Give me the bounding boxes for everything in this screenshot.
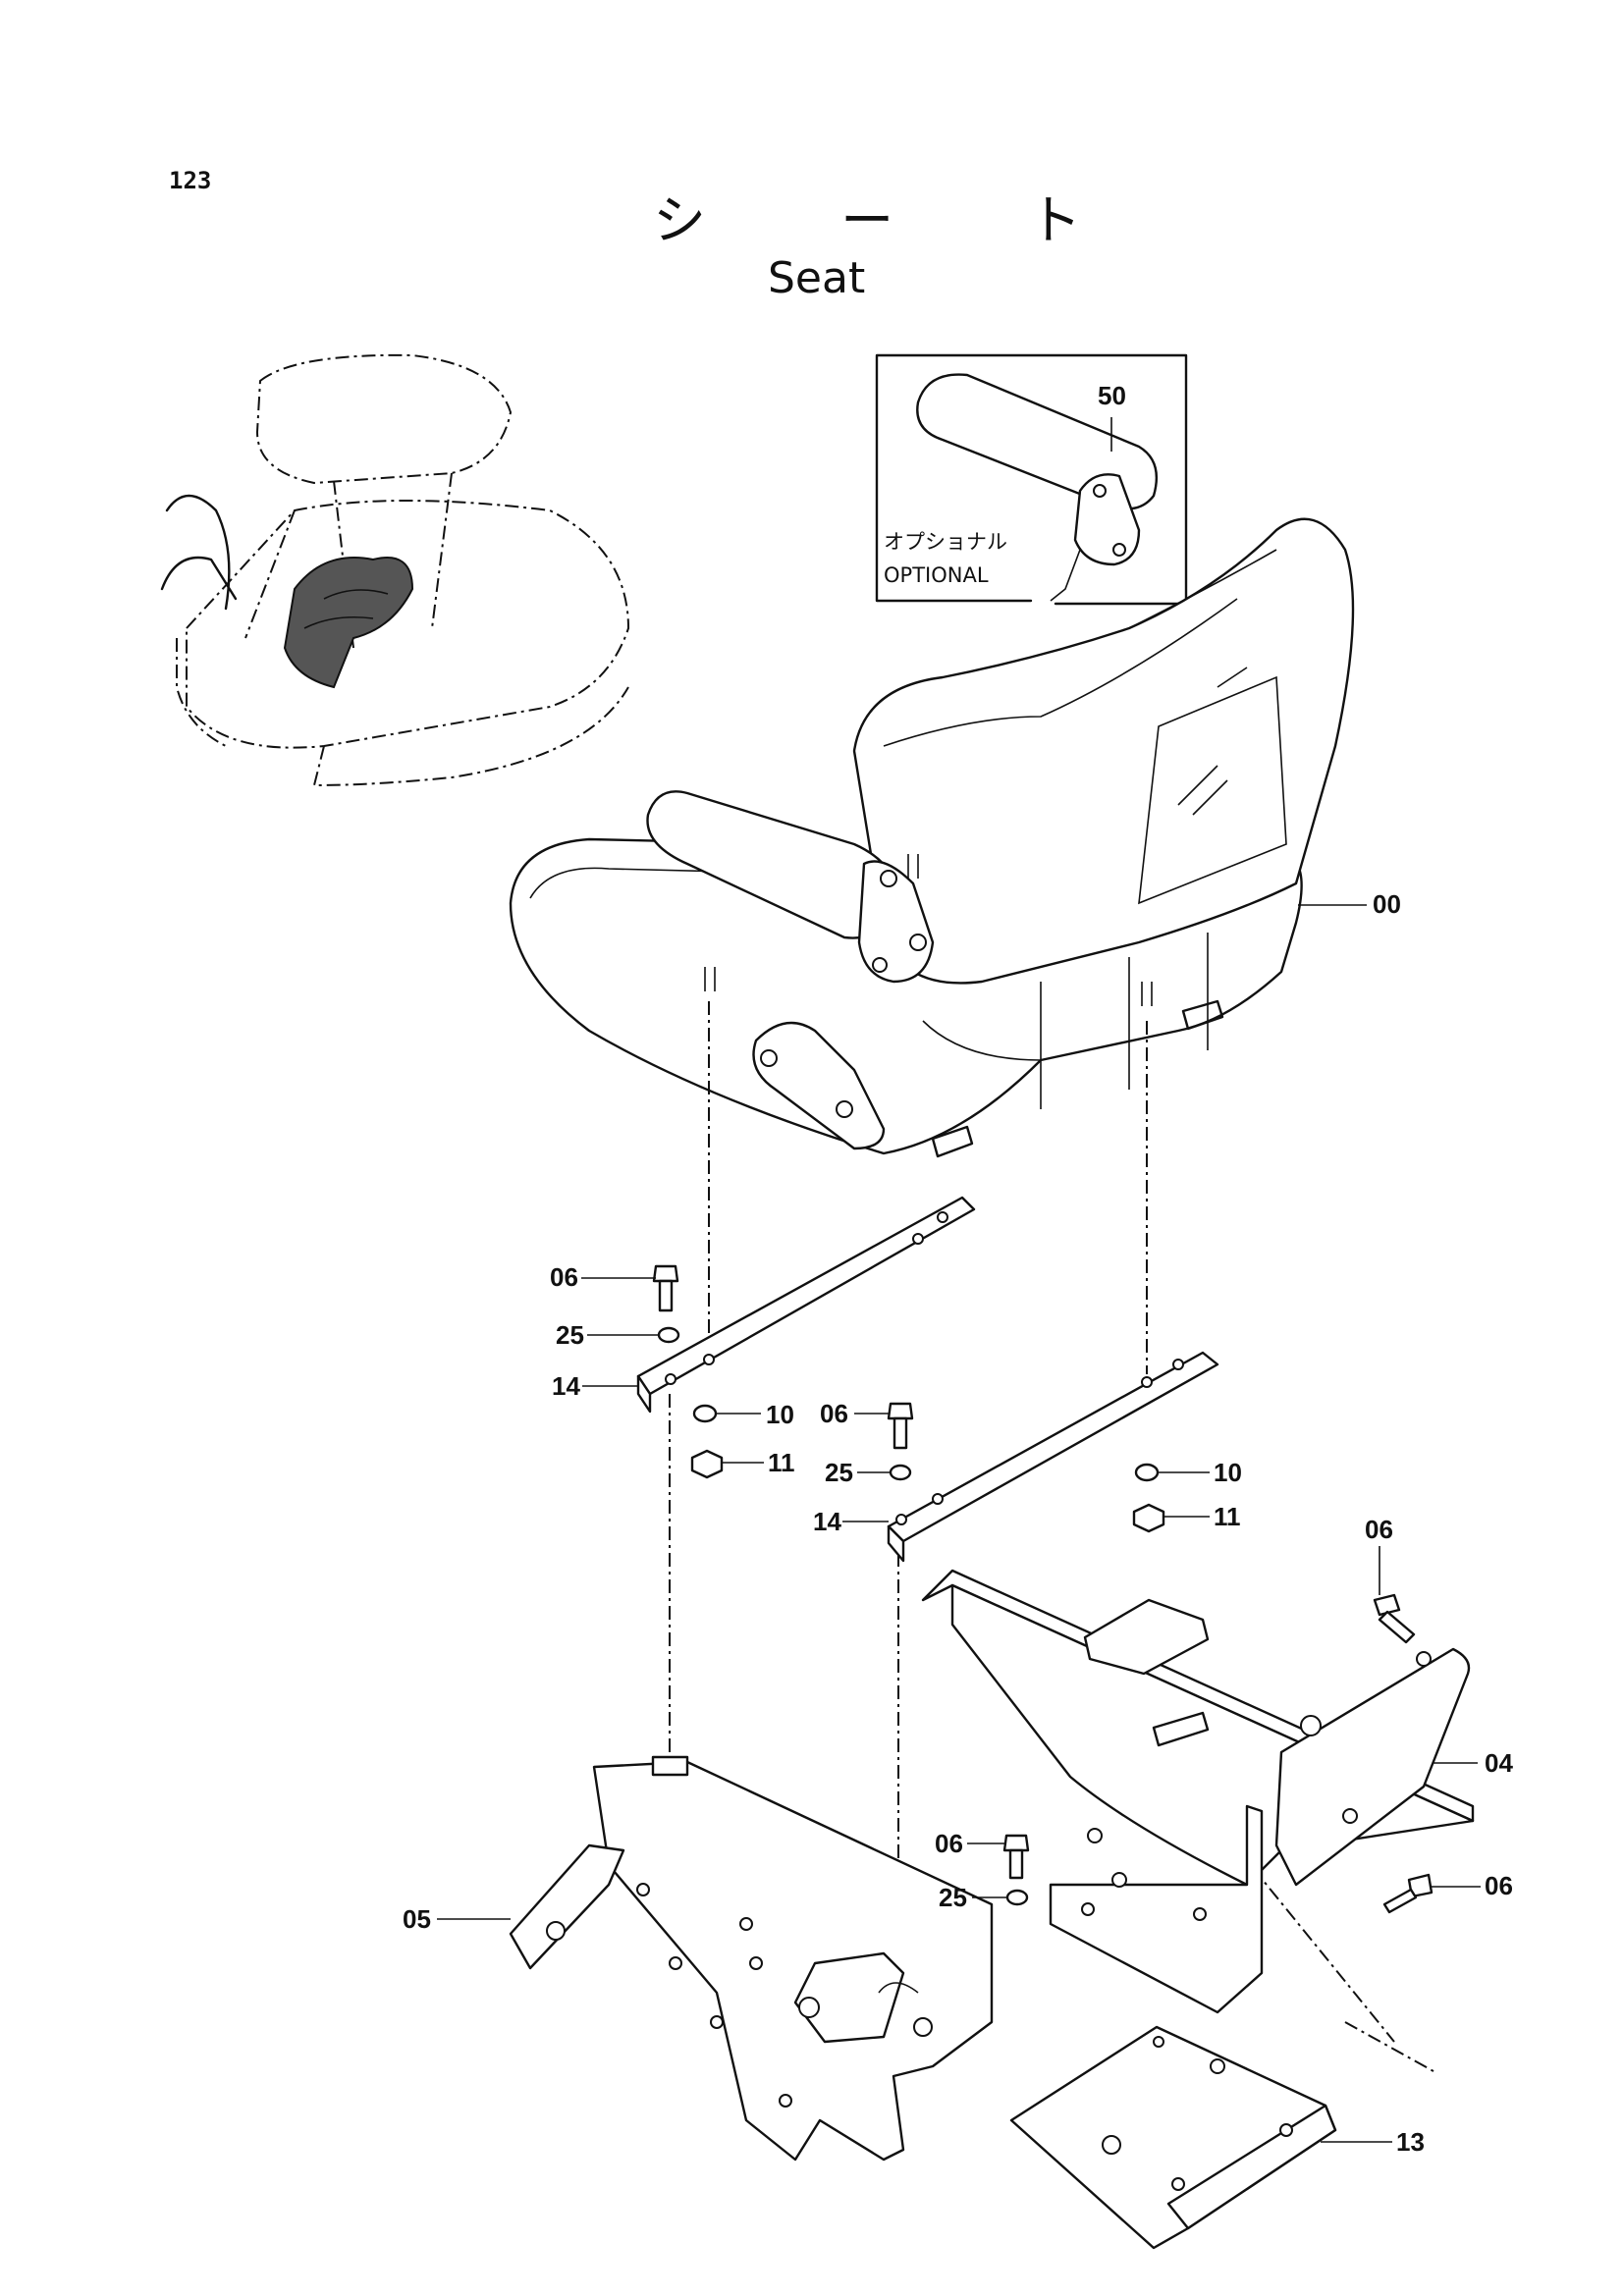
part-number-00: 00 xyxy=(1373,889,1401,919)
part-number-25-c: 25 xyxy=(939,1883,967,1912)
part-number-10-b: 10 xyxy=(1214,1458,1242,1487)
optional-label-english: OPTIONAL xyxy=(884,563,989,587)
seat-assembly xyxy=(509,517,1367,1158)
part-number-25-a: 25 xyxy=(556,1320,584,1350)
title-english: Seat xyxy=(768,253,866,303)
part-number-11-b: 11 xyxy=(1214,1502,1241,1531)
part-number-06-b: 06 xyxy=(820,1399,848,1428)
seat-stipple-highlight xyxy=(283,557,414,689)
fasteners xyxy=(652,1264,1434,1914)
page-number: 123 xyxy=(169,167,212,194)
part-number-14-b: 14 xyxy=(813,1507,841,1536)
part-number-06-c: 06 xyxy=(1365,1515,1393,1544)
part-number-06-a: 06 xyxy=(550,1262,578,1292)
leader-lines xyxy=(581,1277,1481,1898)
part-number-04: 04 xyxy=(1485,1748,1513,1778)
part-number-10-a: 10 xyxy=(766,1400,794,1429)
part-number-05: 05 xyxy=(403,1904,431,1934)
part-number-25-b: 25 xyxy=(825,1458,853,1487)
seat-rail-right xyxy=(887,1351,1219,1563)
optional-armrest-box xyxy=(875,353,1188,606)
frame-bracket-right xyxy=(921,1569,1478,2014)
part-number-06-e: 06 xyxy=(1485,1871,1513,1900)
part-number-06-d: 06 xyxy=(935,1829,963,1858)
locator-inset xyxy=(160,353,630,787)
title-japanese: シ ー ト xyxy=(653,189,1141,251)
frame-bracket-left xyxy=(437,1755,994,2162)
alignment-lines xyxy=(669,1001,1434,2072)
part-number-14-a: 14 xyxy=(552,1371,580,1401)
seat-rail-left xyxy=(636,1196,976,1414)
part-number-13: 13 xyxy=(1396,2127,1425,2157)
optional-label-japanese: オプショナル xyxy=(884,530,1007,554)
part-number-50: 50 xyxy=(1098,381,1126,410)
part-number-11-a: 11 xyxy=(768,1448,795,1477)
base-plate xyxy=(1009,2025,1392,2250)
